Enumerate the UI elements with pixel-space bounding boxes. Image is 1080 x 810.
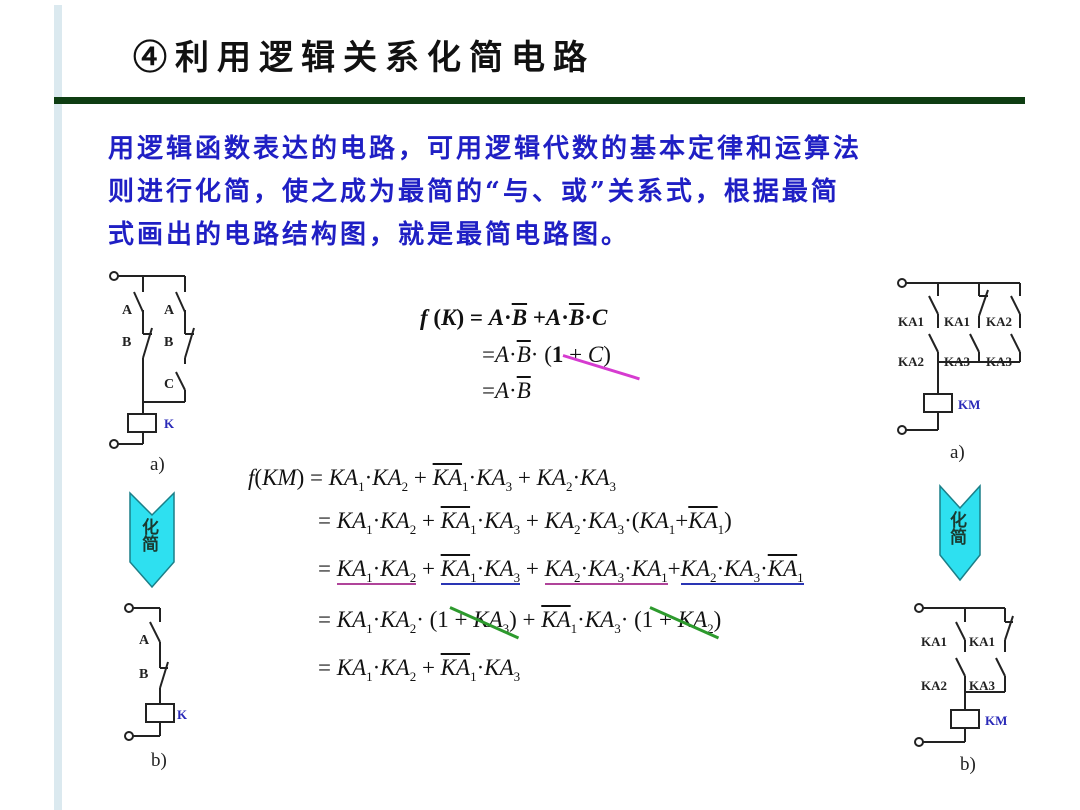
equation-km-line-5: = KA1·KA2 + KA1·KA3 (318, 655, 521, 684)
simplify-arrow-left: 化简 (127, 490, 177, 590)
equation-km-line-1: f(KM) = KA1·KA2 + KA1·KA3 + KA2·KA3 (248, 465, 617, 494)
switch-label: KA1 (969, 634, 995, 649)
switch-label: KA2 (986, 314, 1012, 329)
switch-label: KA1 (898, 314, 924, 329)
chevron-down-arrow-icon (129, 491, 175, 589)
arrow-label: 化简 (946, 511, 966, 545)
intro-line: 用逻辑函数表达的电路，可用逻辑代数的基本定律和运算法 (108, 134, 863, 164)
switch-label: B (164, 335, 173, 350)
right-circuit-b-diagram: KA1 KA1 KA2 KA3 KM b) (914, 603, 1014, 775)
coil-label: K (177, 707, 188, 722)
coil-label: K (164, 416, 175, 431)
switch-label: KA3 (986, 354, 1013, 369)
left-circuit-b-diagram: A B K b) (124, 603, 188, 771)
equation-k-line-1: f (K) = A·B +A·B·C (420, 305, 608, 330)
slide-side-bar (54, 5, 62, 810)
switch-label: KA3 (969, 678, 996, 693)
equation-km-line-3: = KA1·KA2 + KA1·KA3 + KA2·KA3·KA1+KA2·KA… (318, 556, 804, 585)
switch-label: KA1 (921, 634, 947, 649)
right-circuit-a-diagram: KA1 KA1 KA2 KA2 KA3 KA3 KM a) (897, 278, 1021, 463)
switch-label: B (122, 335, 131, 350)
equation-k-line-3: =A·B (482, 378, 531, 403)
intro-line: 式画出的电路结构图，就是最简电路图。 (108, 220, 631, 250)
equation-km-line-4: = KA1·KA2· (1 + KA3) + KA1·KA3· (1 + KA2… (318, 607, 722, 636)
coil-label: KM (985, 713, 1007, 728)
intro-paragraph: 用逻辑函数表达的电路，可用逻辑代数的基本定律和运算法 则进行化简，使之成为最简的… (108, 128, 978, 257)
equation-km-line-2: = KA1·KA2 + KA1·KA3 + KA2·KA3·(KA1+KA1) (318, 508, 732, 537)
left-circuit-a-diagram: A A B B C K a) (109, 271, 195, 475)
switch-label: B (139, 667, 148, 682)
coil-label: KM (958, 397, 980, 412)
chevron-down-arrow-icon (939, 484, 981, 582)
slide-title: ④利用逻辑关系化简电路 (133, 38, 595, 78)
equation-k-line-2: =A·B· (1 + C) (482, 342, 611, 367)
simplify-arrow-right: 化简 (937, 483, 983, 583)
switch-label: C (164, 377, 174, 392)
switch-label: A (164, 303, 175, 318)
caption: b) (960, 754, 976, 775)
switch-label: KA2 (898, 354, 924, 369)
switch-label: KA1 (944, 314, 970, 329)
caption: a) (150, 454, 165, 475)
arrow-label: 化简 (138, 518, 158, 552)
caption: b) (151, 750, 167, 771)
intro-line: 则进行化简，使之成为最简的“与、或”关系式，根据最简 (108, 177, 840, 207)
switch-label: KA3 (944, 354, 971, 369)
title-divider (54, 97, 1025, 104)
caption: a) (950, 442, 965, 463)
switch-label: A (139, 633, 150, 648)
switch-label: KA2 (921, 678, 947, 693)
switch-label: A (122, 303, 133, 318)
